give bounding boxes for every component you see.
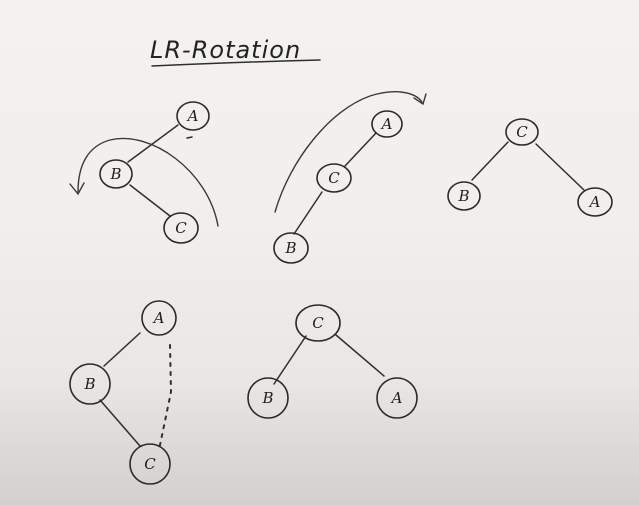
edge-c-a xyxy=(535,143,585,191)
node-label: C xyxy=(144,455,156,473)
node-b: B xyxy=(99,159,133,189)
node-b: B xyxy=(247,377,289,419)
node-circle xyxy=(141,300,177,336)
node-label: B xyxy=(109,165,121,183)
node-label: A xyxy=(588,193,601,211)
node-circle xyxy=(371,110,403,138)
node-a: A xyxy=(376,377,418,419)
node-a: A xyxy=(176,101,210,131)
node-b: B xyxy=(273,232,309,264)
node-circle xyxy=(295,304,341,342)
node-label: B xyxy=(284,239,296,257)
node-circle xyxy=(316,163,352,193)
node-circle xyxy=(376,377,418,419)
node-b: B xyxy=(69,363,111,405)
node-a: A xyxy=(371,110,403,138)
node-circle xyxy=(176,101,210,131)
node-circle xyxy=(99,159,133,189)
edge-c-b xyxy=(293,191,323,235)
node-label: A xyxy=(186,107,199,125)
annotation-dash xyxy=(186,136,193,139)
edge-c-b xyxy=(273,335,307,385)
node-b: B xyxy=(447,181,481,211)
tree-step-1: A B C xyxy=(69,101,219,244)
title-underline xyxy=(151,59,321,67)
node-circle xyxy=(273,232,309,264)
node-c: C xyxy=(163,212,199,244)
node-label: B xyxy=(457,187,469,205)
node-a: A xyxy=(577,187,613,217)
tree-step-2: A C B xyxy=(273,91,427,264)
rotation-arrow-ccw xyxy=(77,137,219,227)
edge-a-c-dashed xyxy=(159,344,173,446)
node-c: C xyxy=(316,163,352,193)
title-group: LR-Rotation xyxy=(150,36,321,67)
edge-a-b xyxy=(127,124,179,163)
tree-alt-result: C B A xyxy=(247,304,418,419)
node-label: C xyxy=(312,314,324,332)
node-label: C xyxy=(328,169,340,187)
tree-step-3: C B A xyxy=(447,118,613,217)
rotation-arrow-cw xyxy=(274,91,423,213)
node-label: A xyxy=(152,309,165,327)
node-circle xyxy=(447,181,481,211)
node-label: B xyxy=(261,389,273,407)
node-a: A xyxy=(141,300,177,336)
diagram-title: LR-Rotation xyxy=(150,36,301,64)
node-c: C xyxy=(129,443,171,485)
edge-b-c xyxy=(99,399,141,447)
node-circle xyxy=(69,363,111,405)
node-circle xyxy=(577,187,613,217)
node-label: C xyxy=(175,219,187,237)
tree-alt-original: A B C xyxy=(69,300,177,485)
node-circle xyxy=(163,212,199,244)
node-label: A xyxy=(380,115,393,133)
edge-a-c xyxy=(344,132,377,167)
edge-b-c xyxy=(129,184,171,217)
rotation-arrowhead-ccw xyxy=(69,182,85,196)
edge-a-b xyxy=(103,332,141,367)
node-c: C xyxy=(295,304,341,342)
node-circle xyxy=(505,118,539,146)
node-c: C xyxy=(505,118,539,146)
node-label: C xyxy=(516,123,528,141)
rotation-arrowhead-cw xyxy=(413,93,427,106)
node-circle xyxy=(247,377,289,419)
node-label: B xyxy=(83,375,95,393)
edge-c-b xyxy=(471,141,509,181)
node-label: A xyxy=(390,389,403,407)
edge-c-a xyxy=(335,334,385,377)
node-circle xyxy=(129,443,171,485)
